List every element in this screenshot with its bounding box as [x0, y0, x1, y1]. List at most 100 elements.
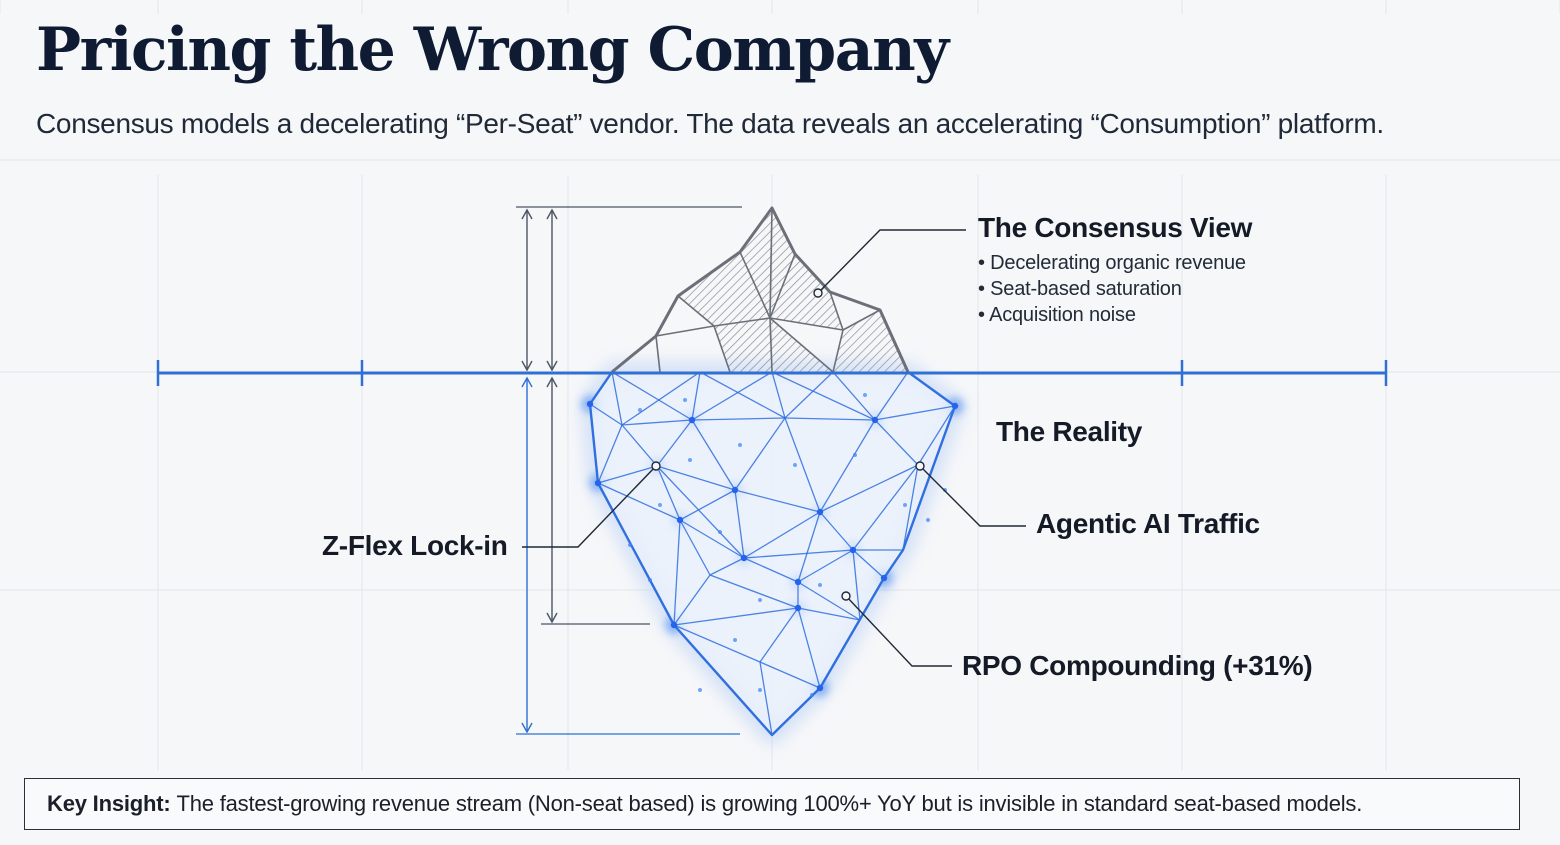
network-particle — [810, 693, 814, 697]
network-particle — [698, 688, 702, 692]
network-edge — [832, 371, 876, 421]
consensus-bullet: Seat-based saturation — [978, 276, 1246, 302]
network-node — [676, 516, 684, 524]
iceberg-network — [586, 371, 959, 737]
network-edge — [759, 661, 821, 689]
iceberg-tip-edge — [769, 253, 796, 319]
network-particle — [758, 688, 762, 692]
consensus-bullet: Acquisition noise — [978, 302, 1246, 328]
network-edge — [771, 371, 786, 419]
key-insight-box: Key Insight: The fastest-growing revenue… — [24, 778, 1520, 830]
network-edge — [819, 464, 919, 513]
rpo-compounding-label: RPO Compounding (+31%) — [962, 650, 1313, 681]
consensus-view-title: The Consensus View — [978, 212, 1253, 243]
network-edge — [597, 465, 658, 484]
network-edge — [656, 465, 736, 491]
network-particle — [683, 398, 687, 402]
callout-anchor-dot — [651, 461, 661, 471]
iceberg-tip-edge — [769, 317, 844, 331]
network-particle — [738, 443, 742, 447]
network-edge — [784, 417, 876, 421]
network-edge — [743, 557, 799, 583]
dimension-arrowhead — [546, 360, 558, 372]
network-edge — [734, 489, 745, 559]
network-edge — [673, 574, 711, 626]
network-edge — [673, 519, 681, 626]
network-edge — [874, 371, 909, 421]
iceberg-tip-edge — [655, 325, 715, 337]
network-edge — [759, 661, 773, 736]
iceberg-tip-hatched-facet — [770, 208, 795, 318]
network-particle — [926, 518, 930, 522]
dimension-arrowhead — [546, 612, 558, 624]
network-node — [849, 546, 857, 554]
network-particle — [853, 453, 857, 457]
page-title: Pricing the Wrong Company — [36, 15, 949, 85]
network-edge — [734, 489, 821, 513]
callout-anchor-dot — [841, 591, 851, 601]
network-edge — [743, 549, 854, 559]
iceberg-tip-edge — [655, 335, 661, 373]
network-node — [740, 554, 748, 562]
callout-leader-lines — [522, 229, 1026, 667]
callout-anchor-dot — [915, 461, 925, 471]
agentic-ai-traffic-leader-line — [919, 465, 1026, 527]
consensus-bullet: Decelerating organic revenue — [978, 250, 1246, 276]
network-particle — [943, 488, 947, 492]
dimension-arrowhead — [521, 376, 533, 388]
key-insight-text: The fastest-growing revenue stream (Non-… — [176, 791, 1363, 816]
network-edge — [797, 607, 861, 621]
network-edge — [656, 465, 681, 521]
z-flex-lock-in-leader-line — [522, 465, 657, 548]
network-edge — [743, 511, 821, 559]
network-edge — [797, 549, 854, 583]
waterline — [156, 360, 1388, 386]
iceberg-tip-edge — [842, 309, 881, 331]
iceberg-base-fill — [590, 372, 955, 735]
network-node — [670, 621, 678, 629]
dimension-lines — [516, 206, 742, 735]
agentic-ai-traffic-label: Agentic AI Traffic — [1036, 508, 1260, 539]
network-node — [731, 486, 739, 494]
network-node — [816, 508, 824, 516]
iceberg-tip-edge — [739, 251, 771, 319]
network-edge — [784, 417, 821, 513]
network-node — [794, 604, 802, 612]
network-edge — [656, 419, 693, 467]
network-edge — [709, 574, 799, 609]
network-particle — [688, 458, 692, 462]
network-particle — [758, 598, 762, 602]
consensus-view-leader-line — [817, 229, 966, 294]
network-particle — [638, 408, 642, 412]
network-edge — [597, 424, 623, 484]
iceberg-tip-edge — [677, 295, 715, 327]
iceberg-tip-edge — [829, 291, 844, 331]
network-edge — [709, 557, 745, 576]
network-node — [951, 402, 959, 410]
iceberg-tip-edge — [713, 325, 731, 373]
network-particle — [718, 530, 722, 534]
network-edge — [784, 371, 834, 419]
network-edge — [699, 371, 786, 419]
iceberg-tip-hatched-facet — [678, 252, 770, 326]
network-edge — [621, 424, 658, 467]
network-edge — [852, 549, 885, 579]
iceberg-tip-edge — [832, 329, 844, 373]
network-edge — [852, 464, 919, 551]
iceberg-base-outline — [588, 371, 957, 737]
network-edge — [852, 549, 861, 621]
iceberg-tip-edge — [713, 317, 771, 327]
network-edge — [691, 371, 773, 421]
iceberg-tip-hatched-facet — [833, 310, 908, 372]
dimension-arrowhead — [521, 360, 533, 372]
network-edge — [611, 371, 693, 421]
network-edge — [797, 511, 821, 583]
network-edge — [691, 371, 701, 421]
z-flex-lock-in-label: Z-Flex Lock-in — [322, 530, 508, 561]
iceberg-tip-edge — [769, 207, 773, 319]
network-particle — [818, 583, 822, 587]
dimension-arrowhead — [521, 208, 533, 220]
iceberg-tip-hatched-facet — [714, 318, 833, 372]
iceberg-tip-edge — [769, 317, 773, 373]
